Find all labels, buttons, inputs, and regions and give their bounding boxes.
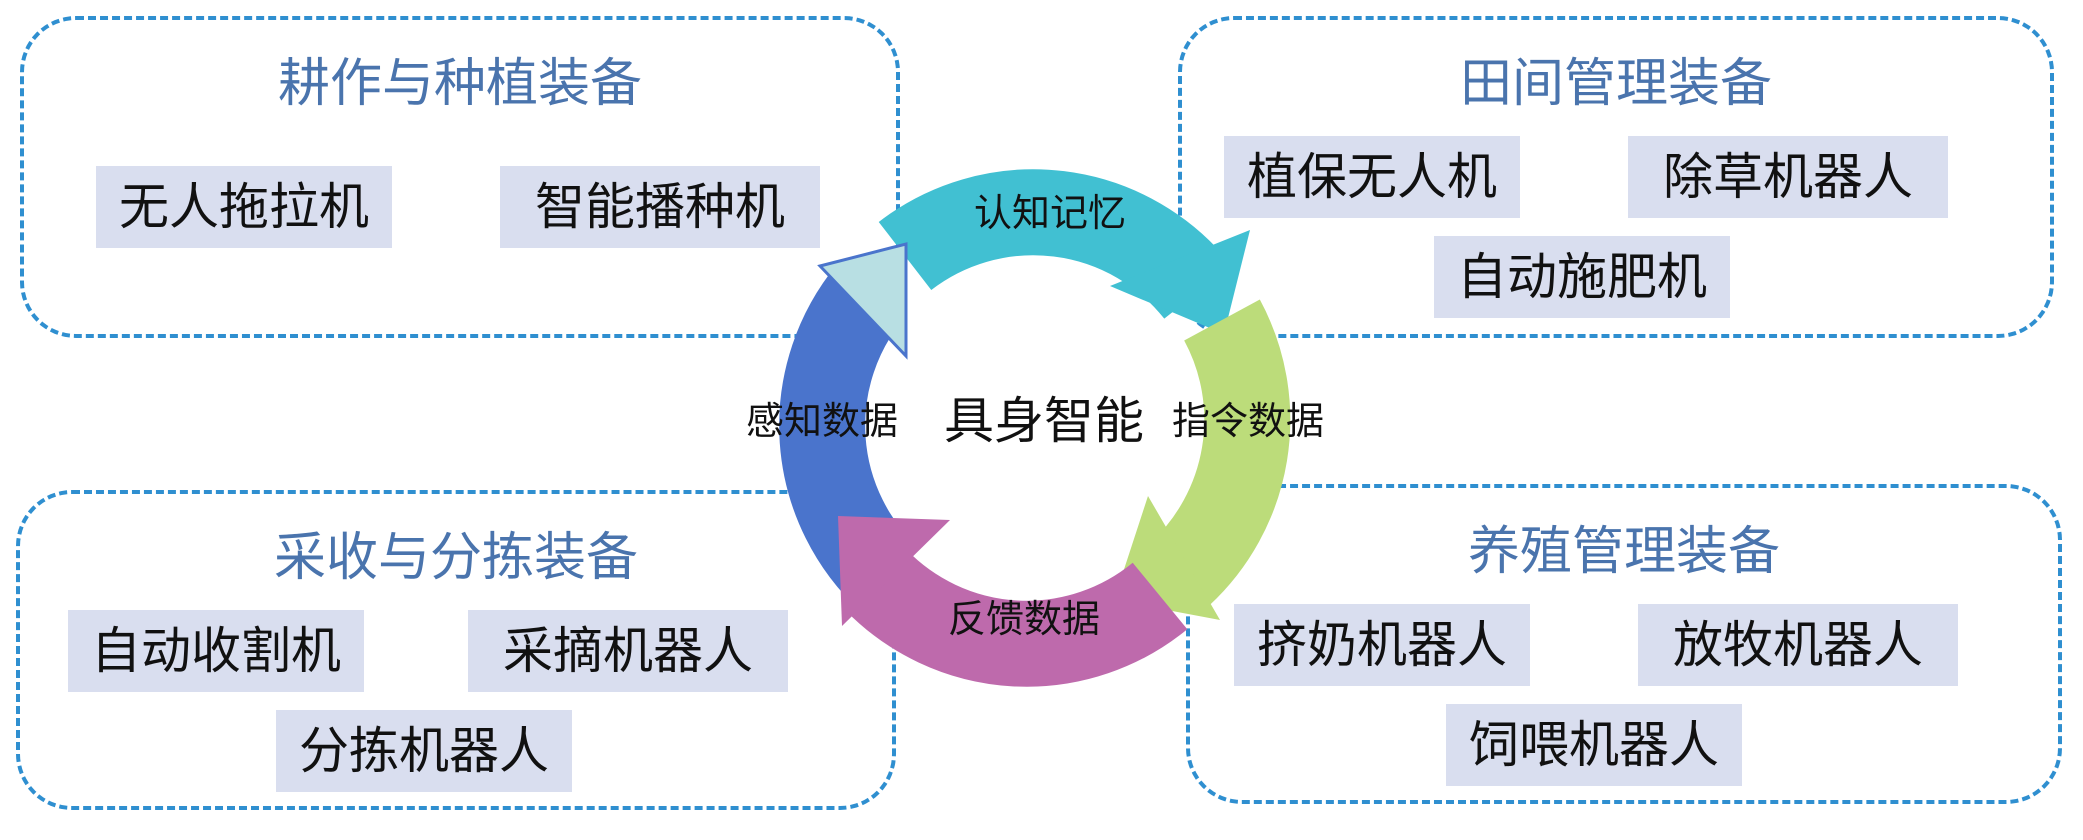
equipment-tag: 放牧机器人 (1638, 604, 1958, 686)
group-livestock-management: 养殖管理装备 挤奶机器人 放牧机器人 饲喂机器人 (1186, 484, 2062, 804)
cycle-label-bottom: 反馈数据 (948, 597, 1100, 641)
equipment-tag: 除草机器人 (1628, 136, 1948, 218)
equipment-tag: 自动收割机 (68, 610, 364, 692)
arrow-head-top (1110, 230, 1250, 334)
equipment-tag: 自动施肥机 (1434, 236, 1730, 318)
arc-top-cognition (878, 169, 1232, 320)
equipment-tag: 分拣机器人 (276, 710, 572, 792)
arc-bottom-feedback (845, 549, 1188, 687)
group-title: 养殖管理装备 (1467, 522, 1780, 582)
cycle-label-right: 指令数据 (1172, 399, 1324, 443)
group-field-management: 田间管理装备 植保无人机 除草机器人 自动施肥机 (1178, 16, 2054, 338)
equipment-tag: 智能播种机 (500, 166, 820, 248)
group-planting-equipment: 耕作与种植装备 无人拖拉机 智能播种机 (20, 16, 900, 338)
equipment-tag: 挤奶机器人 (1234, 604, 1530, 686)
cycle-label-left: 感知数据 (746, 399, 898, 443)
equipment-tag: 植保无人机 (1224, 136, 1520, 218)
cycle-label-top: 认知记忆 (974, 191, 1126, 235)
arrow-head-left (817, 242, 908, 360)
group-harvest-sorting: 采收与分拣装备 自动收割机 采摘机器人 分拣机器人 (16, 490, 896, 810)
group-title: 采收与分拣装备 (273, 528, 638, 588)
arrow-head-bottom (838, 516, 950, 626)
equipment-tag: 饲喂机器人 (1446, 704, 1742, 786)
equipment-tag: 无人拖拉机 (96, 166, 392, 248)
center-label: 具身智能 (944, 392, 1144, 450)
group-title: 田间管理装备 (1459, 54, 1772, 114)
equipment-tag: 采摘机器人 (468, 610, 788, 692)
arc-right-command (1150, 299, 1291, 606)
group-title: 耕作与种植装备 (277, 54, 642, 114)
